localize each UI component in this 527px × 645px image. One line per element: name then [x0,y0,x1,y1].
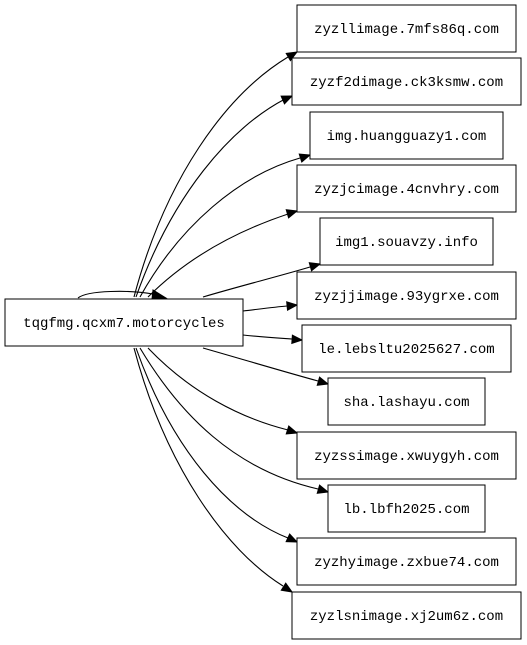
target-node[interactable]: zyzhyimage.zxbue74.com [296,537,517,586]
target-node-label: le.lebsltu2025627.com [318,342,494,358]
target-node[interactable]: zyzssimage.xwuygyh.com [296,431,517,480]
edge-line [139,347,319,490]
edge-arrowhead [280,95,294,105]
target-node-label: zyzlsnimage.xj2um6z.com [310,609,503,625]
target-node-label: zyzhyimage.zxbue74.com [314,555,499,571]
edge-line [242,334,293,340]
edge-line [202,266,311,298]
edge-arrowhead [285,51,299,62]
edge-line [135,347,289,539]
edge-line [147,347,289,431]
edge-line [133,56,289,298]
edge-arrowhead [280,582,294,593]
nodes-layer: tqgfmg.qcxm7.motorcycles zyzllimage.7mfs… [4,4,522,640]
target-node[interactable]: zyzjcimage.4cnvhry.com [296,164,517,213]
target-node[interactable]: zyzjjimage.93ygrxe.com [296,271,517,320]
target-node-label: zyzf2dimage.ck3ksmw.com [310,75,503,91]
target-node-label: zyzjjimage.93ygrxe.com [314,289,499,305]
target-node-label: lb.lbfh2025.com [343,502,469,518]
target-node-label: zyzjcimage.4cnvhry.com [314,182,499,198]
edge-arrowhead [285,209,299,219]
source-node[interactable]: tqgfmg.qcxm7.motorcycles [4,298,244,347]
target-node[interactable]: le.lebsltu2025627.com [301,324,512,373]
edge-line [139,157,301,298]
target-node-label: zyzllimage.7mfs86q.com [314,22,499,38]
edge-line [242,305,288,312]
edge-arrowhead [291,334,304,345]
self-loop-arrowhead [151,289,168,300]
edge-arrowhead [285,533,299,543]
target-node[interactable]: lb.lbfh2025.com [327,484,486,533]
edge-arrowhead [308,262,322,272]
edge-arrowhead [285,425,299,435]
edge-arrowhead [286,301,299,311]
edge-line [133,347,284,587]
target-node-label: img1.souavzy.info [335,235,478,251]
target-node[interactable]: zyzllimage.7mfs86q.com [296,4,517,53]
edge-arrowhead [298,153,312,163]
edge-line [202,347,319,382]
self-loop-edge [77,290,154,299]
edge-line [135,98,286,298]
edge-line [147,213,289,298]
edges-layer [77,51,330,593]
target-node[interactable]: zyzlsnimage.xj2um6z.com [291,591,522,640]
target-node-label: img.huangguazy1.com [327,129,487,145]
target-node[interactable]: sha.lashayu.com [327,377,486,426]
edge-arrowhead [316,484,330,494]
target-node-label: zyzssimage.xwuygyh.com [314,449,499,465]
target-node[interactable]: img.huangguazy1.com [309,111,504,160]
source-node-label: tqgfmg.qcxm7.motorcycles [23,316,225,332]
target-node[interactable]: zyzf2dimage.ck3ksmw.com [291,57,522,106]
target-node[interactable]: img1.souavzy.info [319,217,494,266]
edge-arrowhead [316,376,330,386]
target-node-label: sha.lashayu.com [343,395,469,411]
